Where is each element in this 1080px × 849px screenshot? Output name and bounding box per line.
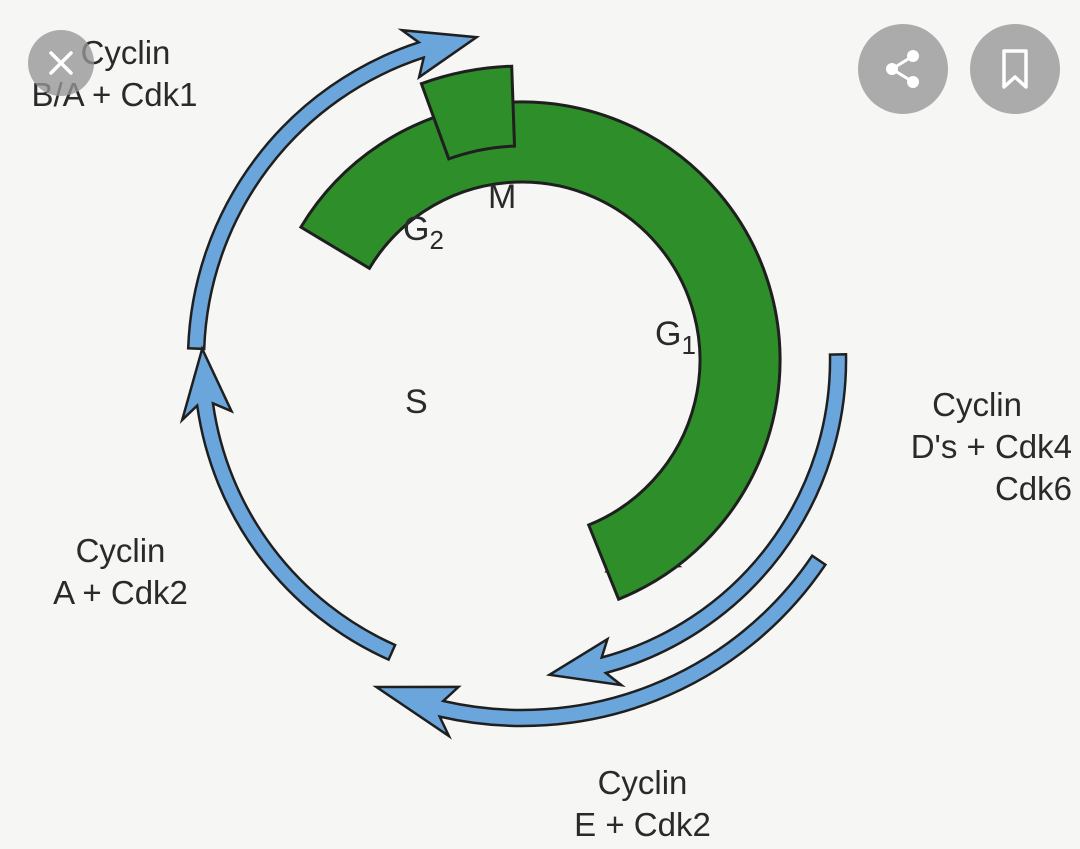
- bookmark-button[interactable]: [970, 24, 1060, 114]
- m-phase-block: [419, 64, 517, 161]
- phase-m-text: M: [488, 178, 517, 216]
- label-cyclin-a-cdk2: Cyclin A + Cdk2: [38, 530, 203, 614]
- phase-g2-sub: 2: [429, 225, 444, 255]
- phase-g1-letter: G: [655, 315, 682, 353]
- phase-label-g1: G1: [655, 315, 696, 361]
- label-e-line1: Cyclin: [597, 764, 688, 801]
- label-e-line2: E + Cdk2: [574, 806, 711, 843]
- bookmark-icon: [1002, 49, 1028, 89]
- cyclin-ba-cdk1-arrow: [186, 28, 481, 351]
- phase-s-text: S: [405, 383, 428, 421]
- cyclin-d-cdk4-cdk6-arrow: [545, 353, 848, 688]
- label-cyclin-d-cdk4-cdk6: Cyclin D's + Cdk4 Cdk6: [862, 384, 1072, 510]
- label-d-line1: Cyclin: [932, 386, 1022, 423]
- phase-label-m: M: [488, 178, 516, 217]
- share-button[interactable]: [858, 24, 948, 114]
- phase-g1-sub: 1: [681, 330, 696, 360]
- s-phase-block: [298, 100, 782, 602]
- label-a-line2: A + Cdk2: [53, 574, 188, 611]
- close-button[interactable]: [28, 30, 94, 96]
- cyclin-a-cdk2-arrow: [179, 345, 397, 662]
- phase-label-g2: G2: [403, 210, 444, 256]
- cyclin-e-cdk2-arrow: [372, 553, 828, 740]
- label-a-line1: Cyclin: [75, 532, 166, 569]
- close-icon: [49, 51, 73, 75]
- phase-label-s: S: [405, 383, 428, 422]
- label-d-line2: D's + Cdk4: [910, 428, 1072, 465]
- share-icon: [886, 50, 919, 88]
- label-d-line3: Cdk6: [994, 470, 1072, 507]
- label-ba-line1: Cyclin: [80, 34, 171, 71]
- phase-g2-letter: G: [403, 210, 430, 248]
- label-cyclin-e-cdk2: Cyclin E + Cdk2: [555, 762, 730, 846]
